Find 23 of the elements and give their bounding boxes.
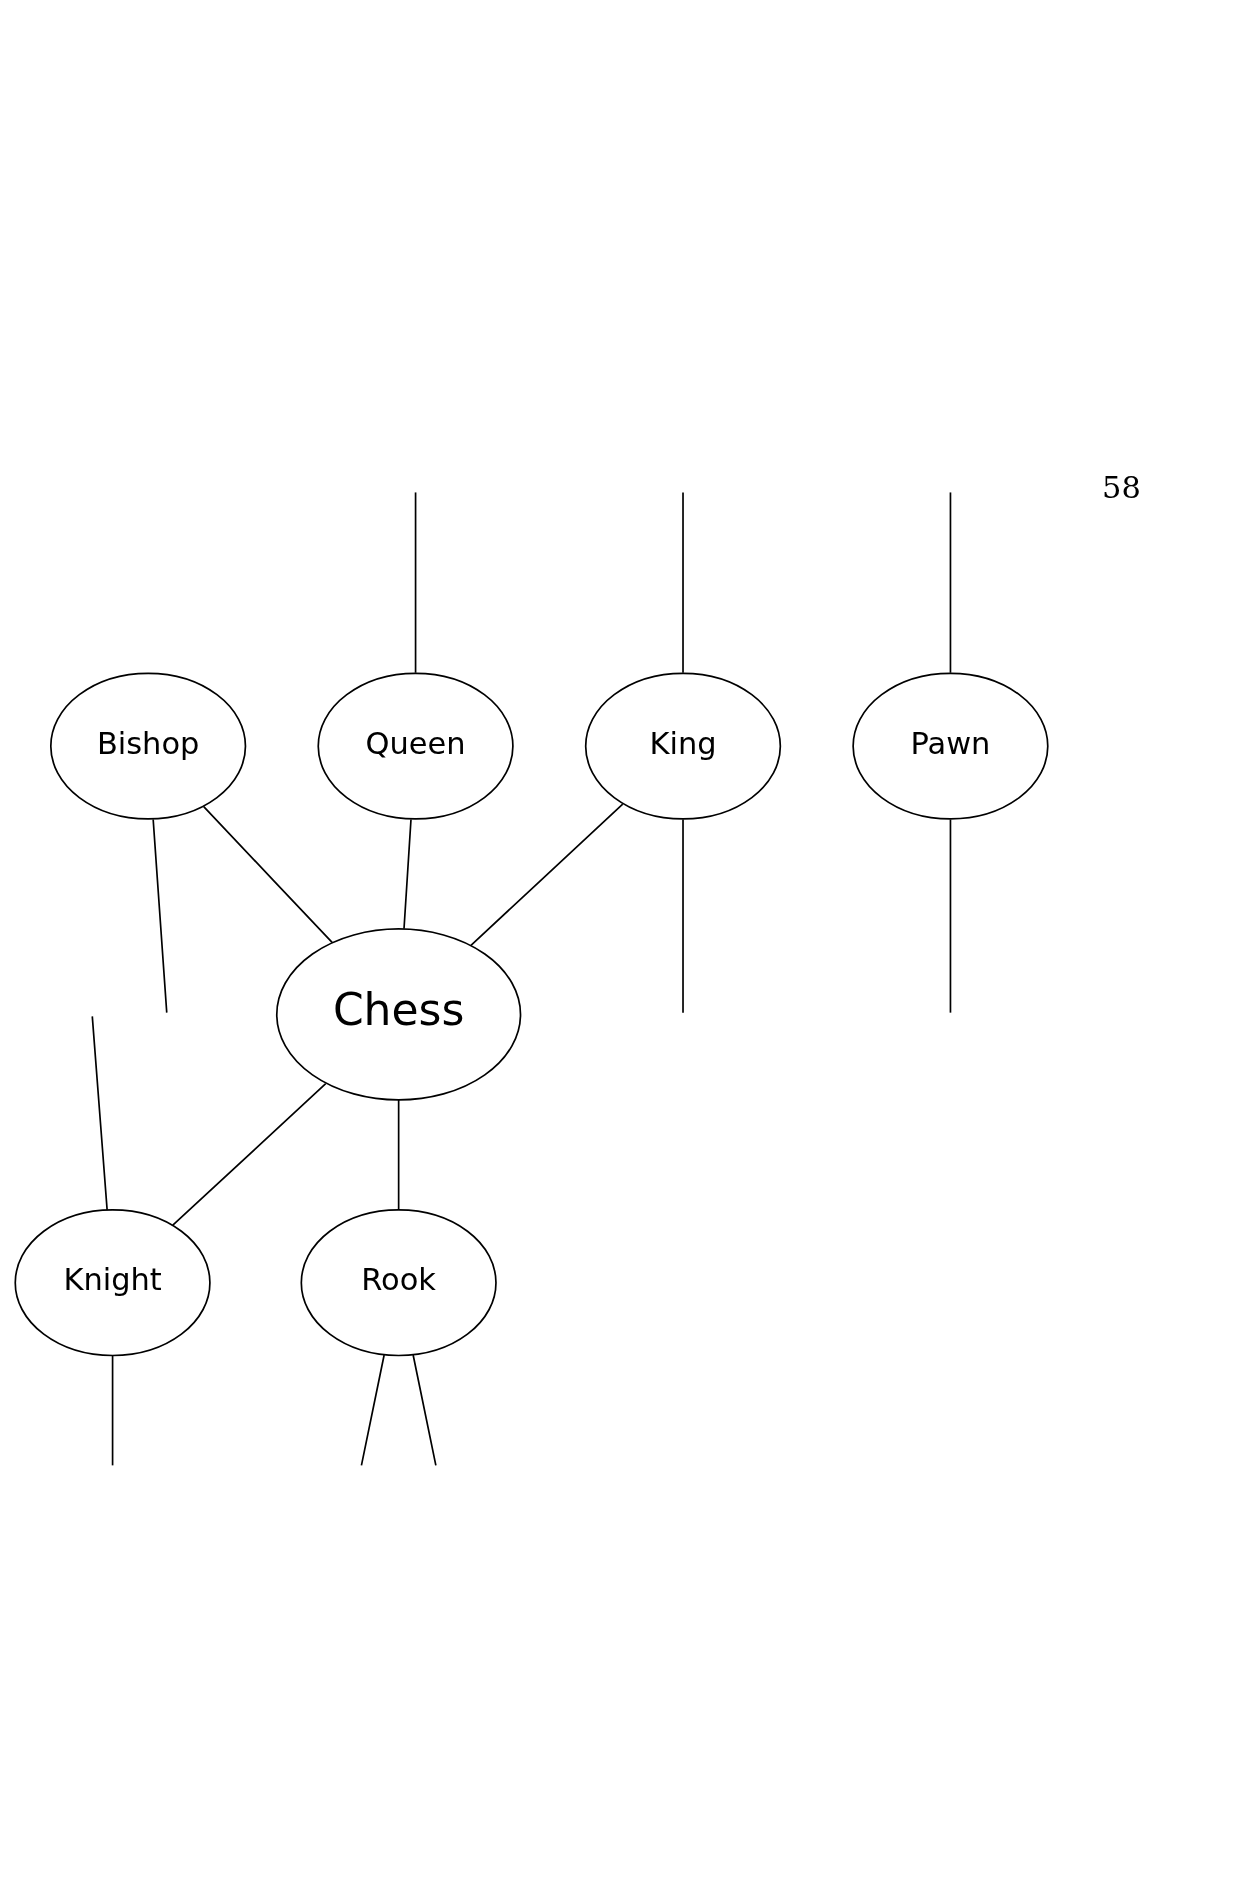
node-ellipse: Chess bbox=[275, 928, 522, 1101]
connector bbox=[397, 1099, 400, 1211]
node-ellipse: Pawn bbox=[852, 672, 1049, 820]
connector bbox=[414, 491, 417, 674]
connector bbox=[682, 491, 684, 674]
connector bbox=[412, 1354, 437, 1467]
connector bbox=[172, 1082, 327, 1227]
label: 58 bbox=[1102, 470, 1141, 505]
connector bbox=[202, 805, 333, 944]
connector bbox=[682, 818, 684, 1014]
connector bbox=[91, 1015, 108, 1211]
node-ellipse: King bbox=[584, 672, 782, 820]
connector bbox=[360, 1354, 385, 1467]
node-ellipse: Bishop bbox=[49, 672, 247, 820]
node-ellipse: Knight bbox=[14, 1209, 211, 1357]
connector bbox=[949, 491, 952, 674]
node-ellipse: Rook bbox=[300, 1209, 497, 1357]
connector bbox=[949, 818, 952, 1014]
node-ellipse: Queen bbox=[317, 672, 514, 820]
connector bbox=[470, 803, 624, 947]
connector bbox=[152, 818, 168, 1014]
connector bbox=[403, 818, 412, 930]
connector bbox=[111, 1355, 114, 1467]
